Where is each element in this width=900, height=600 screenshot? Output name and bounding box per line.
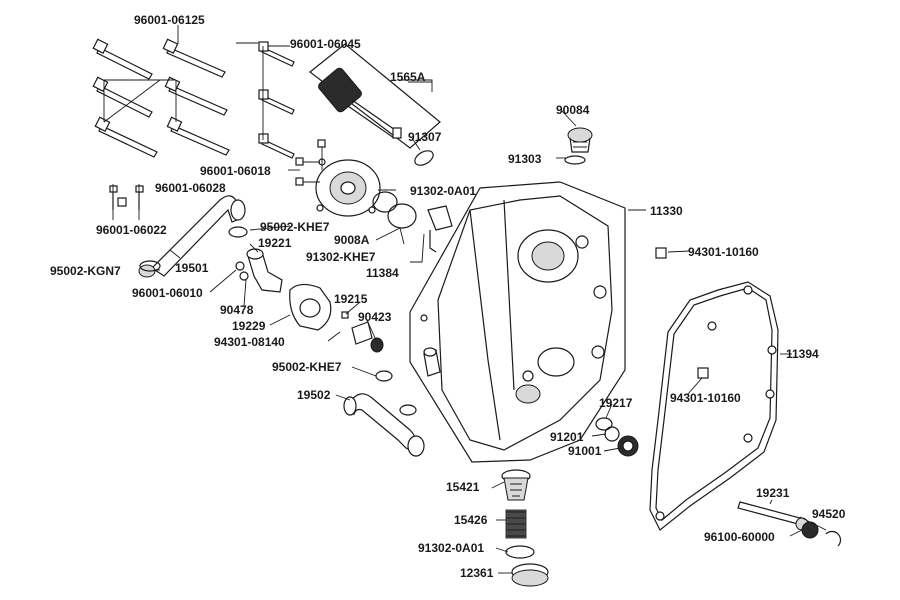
label-19229: 19229: [232, 319, 266, 333]
part-95002-KHE7-clamp-mid: [375, 370, 393, 382]
label-91302-KHE7: 91302-KHE7: [306, 250, 376, 264]
part-clamp-lower: [399, 404, 417, 416]
label-19215: 19215: [334, 292, 368, 306]
label-91302-0A01-bottom: 91302-0A01: [418, 541, 485, 555]
label-96100-60000: 96100-60000: [704, 530, 775, 544]
part-19229-gasket: [289, 283, 332, 331]
part-water-pump-cover: [295, 139, 381, 217]
label-1565A: 1565A: [390, 70, 426, 84]
part-91302-0A01-ring: [372, 191, 398, 213]
part-19501-hose: [138, 195, 246, 278]
label-91201: 91201: [550, 430, 584, 444]
part-91302-0A01-lower-ring: [505, 545, 535, 559]
part-19231-shaft: [737, 501, 809, 531]
part-19502-hose: [343, 393, 425, 457]
label-9008A: 9008A: [334, 233, 370, 247]
label-90084: 90084: [556, 103, 590, 117]
label-94301-10160-bottom: 94301-10160: [670, 391, 741, 405]
label-90423: 90423: [358, 310, 392, 324]
label-91001: 91001: [568, 444, 602, 458]
label-90478: 90478: [220, 303, 254, 317]
label-96001-06045: 96001-06045: [290, 37, 361, 51]
part-19215: [341, 311, 373, 345]
label-96001-06125: 96001-06125: [134, 13, 205, 27]
part-12361-plug: [511, 563, 549, 587]
label-19501: 19501: [175, 261, 209, 275]
label-96001-06022: 96001-06022: [96, 223, 167, 237]
label-94301-10160-top: 94301-10160: [688, 245, 759, 259]
label-91302-0A01-top: 91302-0A01: [410, 184, 477, 198]
label-19502: 19502: [297, 388, 331, 402]
label-95002-KHE7-top: 95002-KHE7: [260, 220, 330, 234]
label-95002-KGN7: 95002-KGN7: [50, 264, 121, 278]
label-11394: 11394: [786, 347, 819, 361]
label-12361: 12361: [460, 566, 494, 580]
part-91201: [604, 426, 620, 442]
label-19217: 19217: [599, 396, 633, 410]
label-94301-08140: 94301-08140: [214, 335, 285, 349]
part-1565A: [309, 43, 441, 149]
part-95002-KHE7-clamp-top: [228, 226, 248, 238]
part-90423: [370, 337, 384, 353]
part-94301-10160-bottom: [697, 367, 709, 379]
part-95002-KGN7-clamp: [139, 260, 161, 272]
part-90478: [239, 271, 249, 281]
bolt-group-left: [92, 25, 230, 158]
label-91303: 91303: [508, 152, 542, 166]
label-15426: 15426: [454, 513, 488, 527]
part-11384: [427, 205, 453, 253]
part-94520-circlip: [825, 530, 842, 547]
label-95002-KHE7-mid: 95002-KHE7: [272, 360, 342, 374]
label-15421: 15421: [446, 480, 480, 494]
part-15421-strainer: [501, 469, 531, 501]
small-bolts-left: [109, 184, 144, 220]
part-96001-06010: [235, 261, 245, 271]
part-94301-10160-top: [655, 247, 667, 259]
part-91302-KHE7-ring: [387, 203, 417, 229]
part-11394-gasket: [649, 281, 792, 531]
part-15426-spring: [505, 509, 527, 539]
label-96001-06028: 96001-06028: [155, 181, 226, 195]
part-91303: [564, 155, 586, 165]
part-90084: [567, 127, 593, 153]
label-19221: 19221: [258, 236, 292, 250]
part-91307: [414, 150, 434, 166]
part-91001-bearing: [617, 435, 639, 457]
label-19231: 19231: [756, 486, 790, 500]
label-91307: 91307: [408, 130, 442, 144]
label-11384: 11384: [366, 266, 399, 280]
part-11330-crankcase: [409, 181, 646, 463]
label-11330: 11330: [650, 204, 683, 218]
part-19217: [595, 417, 613, 431]
label-94520: 94520: [812, 507, 846, 521]
label-96001-06018: 96001-06018: [200, 164, 271, 178]
label-96001-06010: 96001-06010: [132, 286, 203, 300]
part-19221: [246, 248, 283, 293]
bolt-group-middle: [258, 41, 295, 159]
leader-lines: [154, 42, 827, 574]
